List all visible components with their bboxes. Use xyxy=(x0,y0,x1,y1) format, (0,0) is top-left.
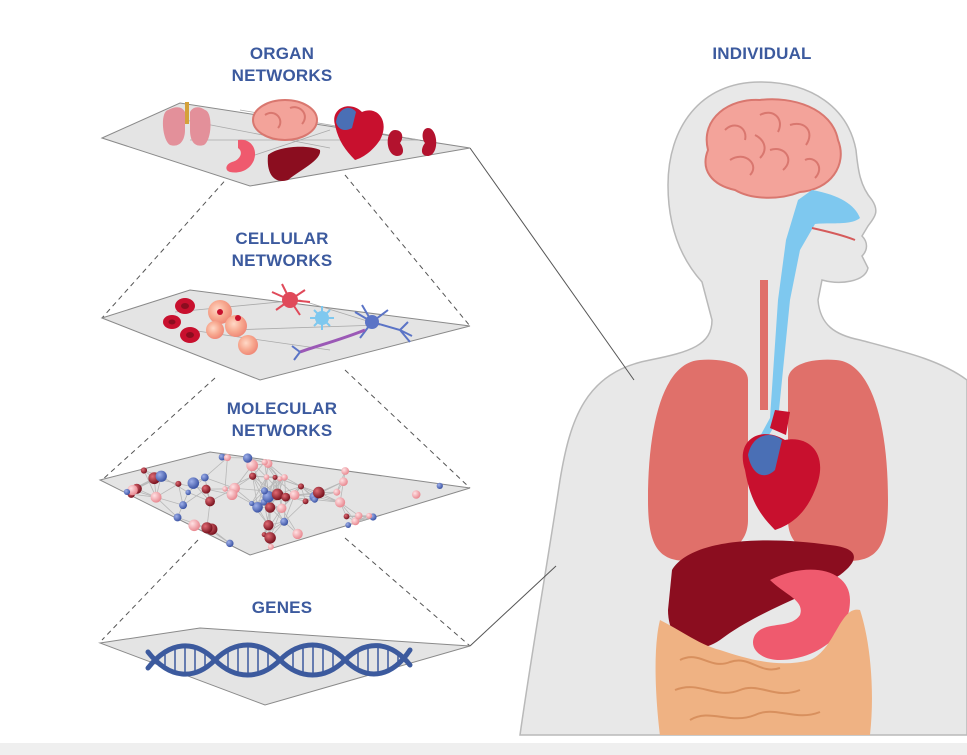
molecule-node xyxy=(345,522,352,528)
molecule-node xyxy=(281,474,288,481)
molecule-node xyxy=(355,512,363,520)
cell-icons xyxy=(163,283,413,361)
molecule-node xyxy=(226,489,238,501)
dna-helix-icon xyxy=(145,642,413,678)
heart-icon xyxy=(334,106,384,160)
molecule-node xyxy=(187,477,200,489)
lungs-icon xyxy=(648,359,888,561)
molecule-node xyxy=(155,470,167,482)
molecule-node xyxy=(302,498,309,505)
label-organ-line2: NETWORKS xyxy=(231,66,333,85)
molecule-node xyxy=(366,512,373,519)
molecule-node xyxy=(264,532,276,544)
virus-icon xyxy=(310,306,334,330)
esophagus xyxy=(760,280,768,410)
molecule-node xyxy=(223,454,231,462)
label-genes: GENES xyxy=(182,597,382,619)
organ-icons xyxy=(162,99,437,181)
label-organ-networks: ORGAN NETWORKS xyxy=(182,43,382,87)
molecule-node xyxy=(292,528,303,540)
molecule-node xyxy=(260,487,268,495)
molecule-node xyxy=(188,519,200,532)
molecule-node xyxy=(333,488,341,496)
molecule-node xyxy=(123,488,131,496)
molecule-node xyxy=(267,543,274,550)
molecule-node xyxy=(311,496,318,503)
molecule-node xyxy=(175,480,182,487)
molecule-node xyxy=(264,502,276,513)
molecule-node xyxy=(281,492,291,502)
label-individual: INDIVIDUAL xyxy=(662,43,862,65)
molecule-node xyxy=(280,517,289,526)
human-body xyxy=(519,81,967,736)
stomach-icon xyxy=(226,139,256,173)
molecule-node xyxy=(343,513,350,520)
molecule-node xyxy=(201,522,213,534)
stomach-icon xyxy=(752,569,850,660)
neuron-icon xyxy=(271,283,311,316)
molecule-node xyxy=(222,486,228,492)
molecule-node xyxy=(185,489,191,496)
molecule-node xyxy=(179,501,188,510)
molecule-node xyxy=(436,482,443,489)
molecule-node xyxy=(339,477,348,487)
liver-icon xyxy=(267,146,321,181)
cell-cluster-icon xyxy=(206,300,258,355)
molecule-node xyxy=(263,520,274,531)
label-cellular-line2: NETWORKS xyxy=(231,251,333,270)
molecule-node xyxy=(249,500,255,507)
airway-icon xyxy=(758,190,860,440)
molecule-node xyxy=(272,474,278,480)
label-molecular-line1: MOLECULAR xyxy=(226,399,338,418)
molecule-node xyxy=(205,496,215,507)
label-molecular-line2: NETWORKS xyxy=(231,421,333,440)
intestine-icon xyxy=(655,609,872,735)
neuron-icon xyxy=(291,304,413,361)
label-organ-line1: ORGAN xyxy=(249,44,315,63)
brain-icon xyxy=(704,98,842,199)
connector-lines xyxy=(101,147,635,647)
molecule-node xyxy=(277,476,283,482)
molecule-node xyxy=(341,467,350,475)
molecule-node xyxy=(140,467,148,474)
label-molecular-networks: MOLECULAR NETWORKS xyxy=(182,398,382,442)
bottom-bar xyxy=(0,743,967,755)
label-cellular-line1: CELLULAR xyxy=(235,229,329,248)
molecule-node xyxy=(242,453,253,463)
molecule-node xyxy=(277,503,287,514)
molecule-node xyxy=(201,484,211,494)
kidney-icon xyxy=(387,128,437,156)
molecule-node xyxy=(289,490,300,501)
molecule-node xyxy=(226,539,234,548)
molecule-node xyxy=(249,472,257,480)
molecule-node xyxy=(411,490,421,499)
molecule-node xyxy=(173,513,182,522)
molecule-node xyxy=(252,501,263,513)
molecule-node xyxy=(351,517,360,526)
heart-icon xyxy=(742,410,821,530)
molecule-node xyxy=(218,453,226,461)
molecule-node xyxy=(297,483,305,490)
molecule-node xyxy=(150,491,162,503)
lungs-icon xyxy=(162,102,211,146)
molecular-network xyxy=(123,453,443,550)
molecule-node xyxy=(263,474,270,480)
label-individual-text: INDIVIDUAL xyxy=(712,44,812,63)
red-blood-cell-icon xyxy=(163,298,200,343)
label-genes-text: GENES xyxy=(251,598,313,617)
label-cellular-networks: CELLULAR NETWORKS xyxy=(182,228,382,272)
molecule-node xyxy=(261,459,268,466)
liver-icon xyxy=(668,540,854,649)
brain-icon xyxy=(252,99,318,141)
molecule-node xyxy=(200,473,209,482)
molecule-node xyxy=(335,497,346,508)
molecule-node xyxy=(271,488,284,501)
molecule-node xyxy=(312,486,325,499)
